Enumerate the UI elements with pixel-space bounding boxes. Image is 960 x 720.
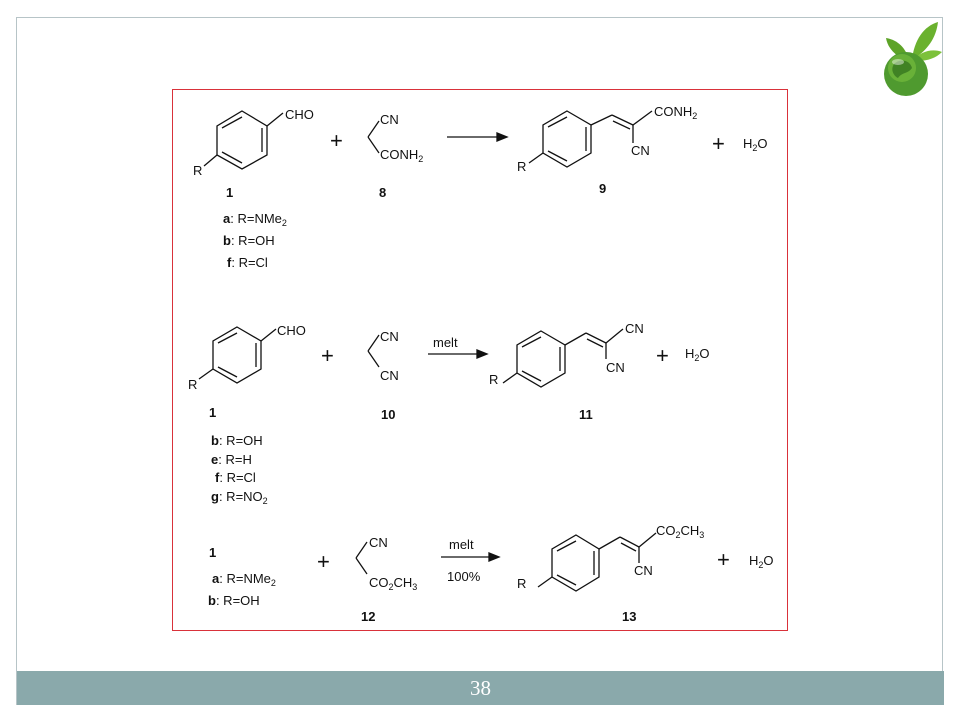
variant-item: g: R=NO2 bbox=[211, 489, 268, 506]
byproduct-water: H2O bbox=[685, 346, 710, 363]
aldehyde-group: CHO bbox=[277, 323, 306, 338]
page-number: 38 bbox=[470, 676, 491, 700]
product-11-structure bbox=[502, 328, 624, 388]
plus-sign: + bbox=[317, 549, 330, 574]
variant-list: a: R=NMe2 b: R=OH f: R=Cl bbox=[223, 211, 287, 270]
variant-item: b: R=OH bbox=[223, 233, 275, 248]
reaction-arrow bbox=[441, 552, 501, 562]
product-substituent-r: R bbox=[489, 372, 498, 387]
footer-bar: 38 bbox=[17, 671, 944, 705]
product-11-bottom-group: CN bbox=[606, 360, 625, 375]
reagent-10-bottom-group: CN bbox=[380, 368, 399, 383]
plus-sign: + bbox=[717, 547, 730, 572]
variant-item: a: R=NMe2 bbox=[223, 211, 287, 228]
product-label: 9 bbox=[599, 181, 606, 196]
product-13-bottom-group: CN bbox=[634, 563, 653, 578]
substituent-r: R bbox=[193, 163, 202, 178]
byproduct-water: H2O bbox=[743, 136, 768, 153]
reactant-2-label: 8 bbox=[379, 185, 386, 200]
reagent-8-top-group: CN bbox=[380, 112, 399, 127]
reagent-12-top-group: CN bbox=[369, 535, 388, 550]
reactant-1-label: 1 bbox=[209, 545, 216, 560]
globe-with-leaves-icon bbox=[884, 22, 942, 96]
reaction-scheme: CHO R 1 + CN CONH2 8 CONH2 CN R bbox=[188, 104, 774, 624]
product-13-top-group: CO2CH3 bbox=[656, 523, 704, 540]
reaction-1: CHO R 1 + CN CONH2 8 CONH2 CN R bbox=[193, 104, 768, 270]
product-substituent-r: R bbox=[517, 576, 526, 591]
reactant-1-label: 1 bbox=[226, 185, 233, 200]
reaction-condition: melt bbox=[449, 537, 474, 552]
product-9-top-group: CONH2 bbox=[654, 104, 697, 121]
plus-sign: + bbox=[321, 343, 334, 368]
reaction-arrow bbox=[428, 349, 489, 359]
product-9-bottom-group: CN bbox=[631, 143, 650, 158]
variant-item: e: R=H bbox=[211, 452, 252, 467]
aldehyde-group: CHO bbox=[285, 107, 314, 122]
reagent-10-structure bbox=[367, 334, 380, 368]
reaction-2: CHO R 1 + CN CN 10 melt CN CN bbox=[188, 321, 710, 506]
reactant-1-structure bbox=[198, 326, 277, 384]
product-label: 11 bbox=[579, 407, 593, 422]
product-11-top-group: CN bbox=[625, 321, 644, 336]
reaction-condition: melt bbox=[433, 335, 458, 350]
variant-item: b: R=OH bbox=[211, 433, 263, 448]
variant-list: a: R=NMe2 b: R=OH bbox=[208, 571, 276, 608]
product-13-structure bbox=[537, 532, 657, 592]
variant-list: b: R=OH e: R=H f: R=Cl g: R=NO2 bbox=[211, 433, 268, 506]
reaction-yield: 100% bbox=[447, 569, 481, 584]
reagent-8-bottom-group: CONH2 bbox=[380, 147, 423, 164]
variant-item: f: R=Cl bbox=[227, 255, 268, 270]
reagent-12-structure bbox=[355, 541, 368, 575]
reactant-1-structure bbox=[203, 110, 284, 170]
variant-item: f: R=Cl bbox=[215, 470, 256, 485]
plus-sign: + bbox=[712, 131, 725, 156]
reagent-8-structure bbox=[367, 120, 380, 154]
reagent-10-top-group: CN bbox=[380, 329, 399, 344]
variant-item: b: R=OH bbox=[208, 593, 260, 608]
reaction-3: 1 a: R=NMe2 b: R=OH + CN CO2CH3 12 melt … bbox=[208, 523, 774, 624]
product-label: 13 bbox=[622, 609, 636, 624]
product-substituent-r: R bbox=[517, 159, 526, 174]
reactant-1-label: 1 bbox=[209, 405, 216, 420]
reaction-arrow bbox=[447, 132, 509, 142]
byproduct-water: H2O bbox=[749, 553, 774, 570]
plus-sign: + bbox=[330, 128, 343, 153]
substituent-r: R bbox=[188, 377, 197, 392]
variant-item: a: R=NMe2 bbox=[212, 571, 276, 588]
reaction-scheme-box: CHO R 1 + CN CONH2 8 CONH2 CN R bbox=[172, 89, 788, 631]
reactant-2-label: 12 bbox=[361, 609, 375, 624]
reagent-12-bottom-group: CO2CH3 bbox=[369, 575, 417, 592]
product-9-structure bbox=[528, 110, 653, 168]
plus-sign: + bbox=[656, 343, 669, 368]
reactant-2-label: 10 bbox=[381, 407, 395, 422]
